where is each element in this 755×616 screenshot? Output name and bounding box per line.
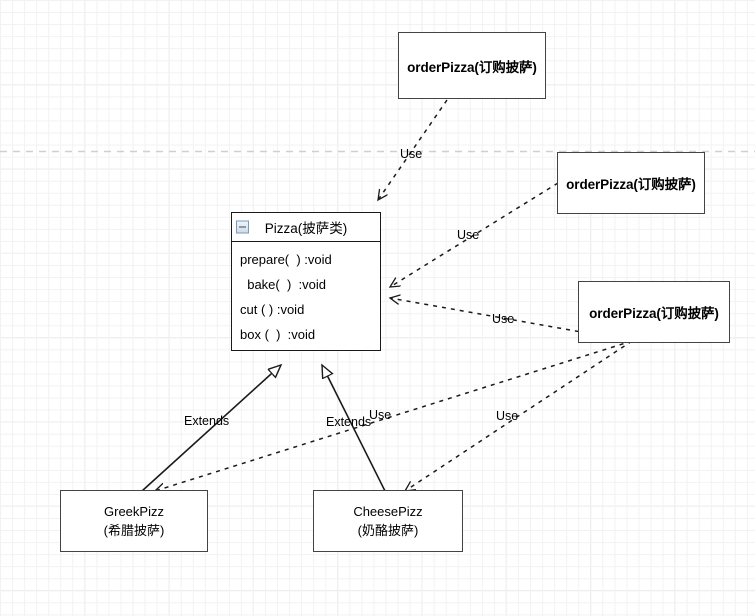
node-greek-pizza[interactable]: GreekPizz (希腊披萨)	[60, 490, 208, 552]
edge-use-bottom-to-cheese	[405, 340, 633, 491]
node-label: GreekPizz	[104, 503, 164, 519]
node-label: orderPizza(订购披萨)	[566, 177, 696, 192]
node-label: CheesePizz	[353, 503, 423, 519]
node-cheese-pizza[interactable]: CheesePizz (奶酪披萨)	[313, 490, 463, 552]
class-title-pizza: Pizza(披萨类)	[264, 221, 348, 236]
class-method: bake( ) :void	[240, 276, 326, 292]
class-method: box ( ) :void	[240, 326, 316, 342]
minus-icon[interactable]	[236, 220, 249, 234]
edge-greek-extends-pizza	[141, 365, 281, 492]
node-label-cn: (奶酪披萨)	[357, 523, 419, 538]
edge-label-extends-greek: Extends	[184, 414, 230, 428]
edge-label-use-greek: Use	[369, 408, 392, 422]
class-method: cut ( ) :void	[240, 301, 305, 317]
class-header-pizza: Pizza(披萨类)	[232, 213, 380, 242]
edge-label-use-top: Use	[400, 147, 423, 161]
edge-label-extends-cheese: Extends	[326, 415, 372, 429]
node-order-pizza-top[interactable]: orderPizza(订购披萨)	[398, 32, 546, 99]
node-order-pizza-bottom[interactable]: orderPizza(订购披萨)	[578, 281, 730, 343]
node-order-pizza-middle[interactable]: orderPizza(订购披萨)	[557, 152, 705, 214]
edge-label-use-right: Use	[492, 312, 515, 326]
class-methods-pizza: prepare( ) :void bake( ) :void cut ( ) :…	[232, 242, 380, 351]
edge-label-use-cheese: Use	[496, 409, 519, 423]
node-label: orderPizza(订购披萨)	[589, 306, 719, 321]
class-method: prepare( ) :void	[240, 252, 332, 267]
edge-label-use-middle: Use	[457, 228, 480, 242]
node-label-cn: (希腊披萨)	[103, 523, 165, 538]
class-box-pizza[interactable]: Pizza(披萨类) prepare( ) :void bake( ) :voi…	[231, 212, 381, 351]
node-label: orderPizza(订购披萨)	[407, 59, 537, 75]
